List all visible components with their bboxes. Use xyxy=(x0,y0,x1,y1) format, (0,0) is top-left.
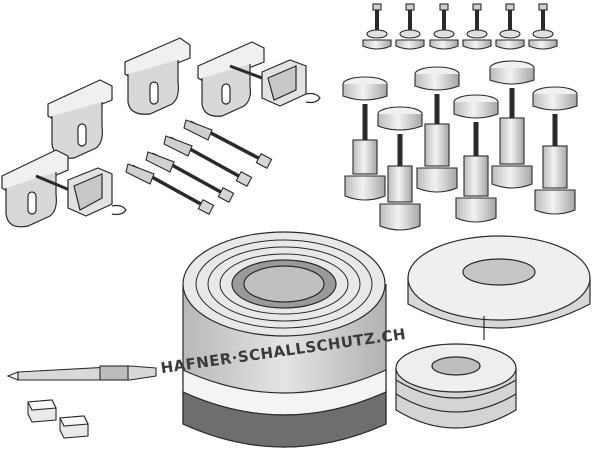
anchor-bolt xyxy=(183,119,273,169)
adjustable-support-foot xyxy=(342,76,388,201)
wall-bracket xyxy=(124,37,191,115)
adjustable-support-foot xyxy=(453,94,499,223)
foam-roll-large xyxy=(407,235,591,340)
support-foot-group xyxy=(342,60,578,231)
wall-bracket xyxy=(1,149,85,228)
wall-bracket xyxy=(197,41,279,117)
foam-pad xyxy=(27,399,57,423)
foam-roll-small xyxy=(395,343,517,429)
wing-nut-holder xyxy=(67,167,127,217)
wing-nut-holder-group xyxy=(67,59,321,217)
adjustable-support-foot xyxy=(377,106,423,231)
utility-knife xyxy=(6,365,157,381)
small-levelling-foot xyxy=(395,3,425,50)
anchor-bolt xyxy=(163,135,253,187)
small-levelling-foot xyxy=(429,3,459,50)
insulation-tape-roll: HAFNER·SCHALLSCHUTZ.CH xyxy=(160,231,407,448)
adjustable-support-foot xyxy=(414,66,460,193)
small-levelling-foot xyxy=(462,3,492,50)
foam-pad xyxy=(59,415,89,439)
small-levelling-foot xyxy=(362,3,392,50)
anchor-bolt xyxy=(125,163,215,215)
small-foot-group xyxy=(362,3,558,50)
wing-nut-holder xyxy=(261,59,321,107)
adjustable-support-foot xyxy=(532,86,578,215)
bracket-group xyxy=(1,37,279,228)
anchor-bolt-group xyxy=(125,119,273,215)
anchor-bolt xyxy=(145,151,235,203)
adjustable-support-foot xyxy=(489,60,535,189)
small-levelling-foot xyxy=(528,3,558,50)
small-levelling-foot xyxy=(495,3,525,50)
wall-bracket xyxy=(47,79,113,159)
foam-pad-group xyxy=(27,399,89,439)
